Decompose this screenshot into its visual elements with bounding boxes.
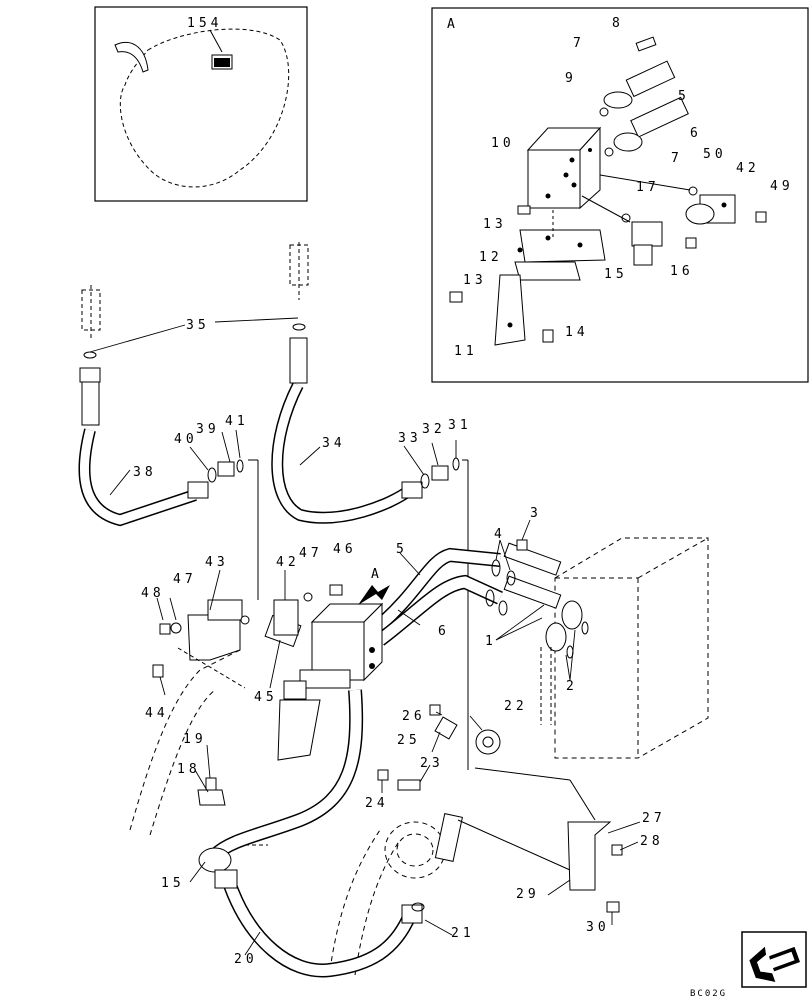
view-arrow-a: [358, 585, 390, 605]
callout-c28: 28: [640, 834, 664, 849]
callout-c20: 20: [234, 952, 258, 967]
callout-c12: 12: [479, 250, 503, 265]
callout-c14: 14: [565, 325, 589, 340]
callout-c34: 34: [322, 436, 346, 451]
callout-c26: 26: [402, 709, 426, 724]
callout-c47a: 47: [299, 546, 323, 561]
callout-c43: 43: [205, 555, 229, 570]
relief-valve-42: [685, 194, 736, 225]
callout-c19: 19: [183, 732, 207, 747]
cab-inset-frame: [94, 6, 308, 202]
flange-fittings: [485, 539, 589, 725]
callout-c13b: 13: [463, 273, 487, 288]
hose-34: [271, 242, 414, 524]
connection-lines: [248, 459, 469, 770]
callout-c47b: 47: [173, 572, 197, 587]
valve-assembly: [264, 547, 503, 761]
callout-c41: 41: [225, 414, 249, 429]
loader-arm-outline: [129, 649, 446, 976]
leader-inset-50: [599, 174, 691, 191]
callout-c24: 24: [365, 796, 389, 811]
callout-c40: 40: [174, 432, 198, 447]
callout-c29: 29: [516, 887, 540, 902]
callout-c25: 25: [397, 733, 421, 748]
chassis-outline: [554, 537, 709, 759]
seat-armrest: [114, 41, 149, 73]
callout-c48: 48: [141, 586, 165, 601]
callout-c9: 9: [565, 71, 577, 86]
leader-inset-17: [581, 195, 631, 223]
callout-c44: 44: [145, 706, 169, 721]
callout-c154: 154: [187, 16, 222, 31]
callout-c33: 33: [398, 431, 422, 446]
detail-inset-frame: [431, 7, 809, 383]
bracket-43: [152, 584, 343, 689]
callout-c10: 10: [491, 136, 515, 151]
sheet-code: BC02G: [690, 989, 727, 999]
fittings-lower: [377, 704, 501, 862]
callout-c13a: 13: [483, 217, 507, 232]
callout-c6a: 6: [690, 126, 702, 141]
hose-38: [78, 285, 197, 527]
callout-c17: 17: [636, 180, 660, 195]
callout-c2: 2: [566, 679, 578, 694]
cab-outline: [119, 28, 290, 188]
main-assembly: [78, 242, 807, 988]
clip-18: [197, 777, 268, 846]
bolts-inset: [449, 205, 767, 343]
mount-bracket-11: [494, 229, 606, 346]
callout-c5b: 5: [396, 542, 408, 557]
hose-20: [214, 869, 425, 978]
callout-c5a: 5: [678, 89, 690, 104]
callout-c18: 18: [177, 762, 201, 777]
callout-c11: 11: [454, 344, 478, 359]
elbow-15: [631, 221, 663, 266]
hose-lower-15: [198, 689, 364, 873]
callout-c39: 39: [196, 422, 220, 437]
callout-c15a: 15: [604, 267, 628, 282]
callout-c30: 30: [586, 920, 610, 935]
orientation-arrow-box: [741, 931, 807, 988]
callout-c3: 3: [530, 506, 542, 521]
callout-c1: 1: [485, 634, 497, 649]
fittings-upper: [599, 36, 698, 223]
detail-inset-a: [431, 7, 809, 383]
callout-c42: 42: [736, 161, 760, 176]
view-arrow-label: A: [371, 567, 379, 582]
callout-c16: 16: [670, 264, 694, 279]
callout-c38: 38: [133, 465, 157, 480]
callout-c49: 49: [770, 179, 794, 194]
callout-c7b: 7: [671, 151, 683, 166]
leader-154: [209, 29, 223, 53]
callout-c42b: 42: [276, 555, 300, 570]
adapters-upper: [187, 457, 460, 499]
switch-154: [211, 54, 233, 70]
callout-c50: 50: [703, 147, 727, 162]
callout-c8: 8: [612, 16, 624, 31]
valve-block-10: [526, 126, 602, 210]
cab-inset: [94, 6, 308, 202]
callout-c22: 22: [504, 699, 528, 714]
callout-c6b: 6: [438, 624, 450, 639]
callout-c23: 23: [420, 756, 444, 771]
callout-c15b: 15: [161, 876, 185, 891]
bracket-29: [457, 767, 623, 913]
callout-c45: 45: [254, 690, 278, 705]
leader-lines: [89, 317, 641, 956]
inset-a-label: A: [447, 17, 455, 32]
callout-c35: 35: [186, 318, 210, 333]
callout-c27: 27: [642, 811, 666, 826]
callout-c31: 31: [448, 418, 472, 433]
callout-c32: 32: [422, 422, 446, 437]
callout-c7a: 7: [573, 36, 585, 51]
callout-c4: 4: [494, 527, 506, 542]
callout-c46: 46: [333, 542, 357, 557]
callout-c21: 21: [451, 926, 475, 941]
